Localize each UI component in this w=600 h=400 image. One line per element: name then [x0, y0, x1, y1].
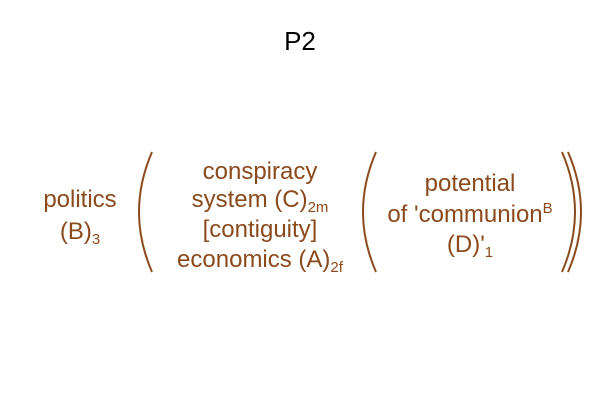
politics-code: (B)3	[20, 218, 140, 249]
outer-open-paren	[138, 151, 153, 273]
economics-text: economics (A)	[177, 246, 331, 273]
inner-open-paren	[362, 151, 377, 273]
contiguity-text: [contiguity]	[202, 216, 318, 243]
outer-close-paren	[567, 151, 582, 273]
economics-label: economics (A)2f	[160, 246, 360, 277]
conspiracy-label: conspiracy	[160, 160, 360, 184]
potential-text: potential	[424, 170, 516, 197]
system-sub: 2m	[307, 199, 329, 216]
politics-text: politics	[43, 186, 117, 213]
politics-code-sub: 3	[91, 231, 101, 248]
politics-code-text: (B)	[59, 218, 92, 245]
d-code-label: (D)'1	[372, 231, 568, 262]
system-text: system (C)	[191, 186, 308, 213]
potential-label: potential	[372, 172, 568, 196]
communion-text: of 'communion	[387, 201, 543, 228]
economics-sub: 2f	[330, 259, 343, 276]
d-code-text: (D)'	[446, 231, 485, 258]
system-label: system (C)2m	[160, 186, 360, 217]
diagram-title: P2	[284, 26, 316, 56]
politics-label: politics	[20, 188, 140, 212]
contiguity-label: [contiguity]	[160, 218, 360, 242]
communion-label: of 'communionB	[372, 200, 568, 230]
conspiracy-text: conspiracy	[202, 158, 318, 185]
communion-sup: B	[542, 200, 553, 217]
inner-close-paren	[561, 151, 576, 273]
d-code-sub: 1	[484, 244, 494, 261]
